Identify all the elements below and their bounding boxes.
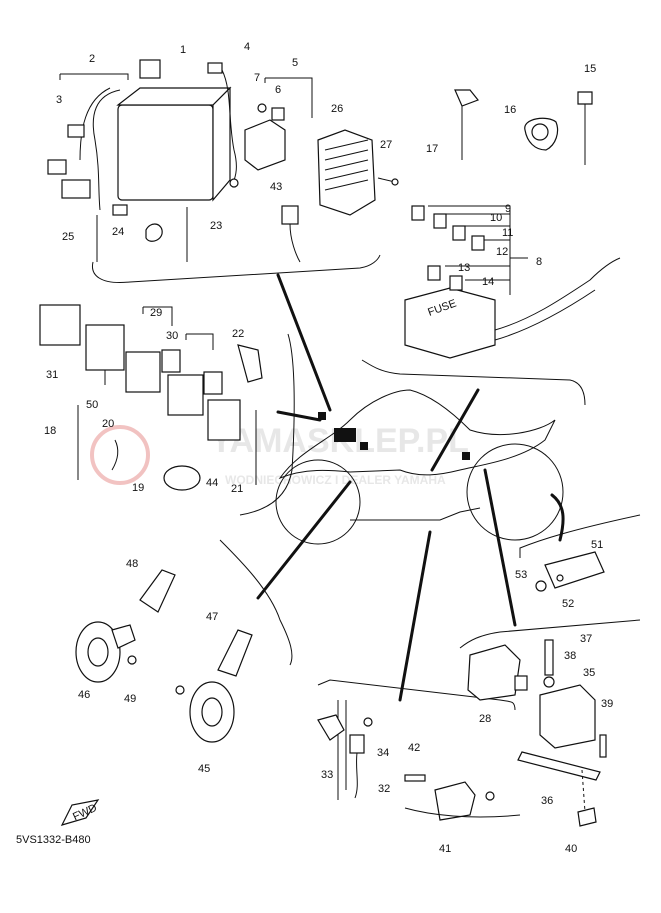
callout-10: 10 xyxy=(490,212,502,224)
callout-34: 34 xyxy=(377,747,389,759)
callout-8: 8 xyxy=(536,256,542,268)
callout-47: 47 xyxy=(206,611,218,623)
callout-40: 40 xyxy=(565,843,577,855)
callout-9: 9 xyxy=(505,203,511,215)
callout-2: 2 xyxy=(89,53,95,65)
callout-29-a: 29 xyxy=(150,307,162,319)
relay-31 xyxy=(39,304,81,346)
callout-27: 27 xyxy=(380,139,392,151)
callout-30-a: 30 xyxy=(166,330,178,342)
battery-group xyxy=(47,59,399,284)
clamp-24 xyxy=(145,223,163,242)
reflector-group xyxy=(519,514,641,592)
callout-38: 38 xyxy=(564,650,576,662)
rectifier-regulator xyxy=(317,129,376,216)
unit-28 xyxy=(467,644,521,701)
bracket-47 xyxy=(217,629,253,677)
callout-17: 17 xyxy=(426,143,438,155)
motorcycle-outline xyxy=(275,389,564,545)
callout-5: 5 xyxy=(292,57,298,69)
reflector-51 xyxy=(544,551,605,589)
callout-11: 11 xyxy=(502,227,513,239)
callout-50: 50 xyxy=(86,399,98,411)
fuse-holder xyxy=(61,179,91,199)
callout-46: 46 xyxy=(78,689,90,701)
callout-45: 45 xyxy=(198,763,210,775)
relay-44 xyxy=(207,399,241,441)
holder-33 xyxy=(317,714,345,741)
callout-25: 25 xyxy=(62,231,74,243)
battery-connector xyxy=(139,59,161,79)
clamps-group xyxy=(454,89,593,165)
callout-43: 43 xyxy=(270,181,282,193)
callout-35: 35 xyxy=(583,667,595,679)
battery xyxy=(117,104,214,201)
callout-6: 6 xyxy=(275,84,281,96)
starter-relay xyxy=(244,119,286,171)
holder-22 xyxy=(237,344,263,383)
callout-7: 7 xyxy=(254,72,260,84)
relay-50 xyxy=(85,324,125,371)
callout-53: 53 xyxy=(515,569,527,581)
callout-12: 12 xyxy=(496,246,508,258)
callout-48: 48 xyxy=(126,558,138,570)
callout-39: 39 xyxy=(601,698,613,710)
callout-19: 19 xyxy=(132,482,144,494)
relay-29-a xyxy=(125,351,161,393)
callout-24: 24 xyxy=(112,226,124,238)
callout-31: 31 xyxy=(46,369,58,381)
callout-16: 16 xyxy=(504,104,516,116)
callout-33: 33 xyxy=(321,769,333,781)
callout-18: 18 xyxy=(44,425,56,437)
bracket-36 xyxy=(517,751,601,781)
callout-15: 15 xyxy=(584,63,596,75)
fuse-box-group: FUSE xyxy=(361,205,621,406)
diagram-code: 5VS1332-B480 xyxy=(16,834,91,846)
callout-52: 52 xyxy=(562,598,574,610)
callout-28: 28 xyxy=(479,713,491,725)
callout-4: 4 xyxy=(244,41,250,53)
clamp-19 xyxy=(163,465,201,491)
callout-51: 51 xyxy=(591,539,603,551)
callout-23: 23 xyxy=(210,220,222,232)
switch-32 xyxy=(349,734,365,754)
connector-43 xyxy=(281,205,299,225)
watermark-sub: WODNIECHOWICZ I DEALER YAMAHA xyxy=(225,473,446,487)
callout-49-a: 49 xyxy=(124,693,136,705)
callout-41: 41 xyxy=(439,843,451,855)
callout-26: 26 xyxy=(331,103,343,115)
callout-36: 36 xyxy=(541,795,553,807)
ecu-group xyxy=(459,619,641,827)
callout-3: 3 xyxy=(56,94,62,106)
callout-32: 32 xyxy=(378,783,390,795)
callout-13: 13 xyxy=(458,262,470,274)
leader-lines xyxy=(256,273,565,702)
nut-40 xyxy=(577,807,597,827)
bracket-48 xyxy=(139,569,176,613)
relay-29-b xyxy=(167,374,204,416)
callout-22: 22 xyxy=(232,328,244,340)
switch-41 xyxy=(434,781,476,821)
callout-labels: 1 2 3 4 5 6 7 15 16 17 26 27 43 9 10 11 … xyxy=(44,41,613,855)
sensor-group xyxy=(317,679,521,821)
callout-20: 20 xyxy=(102,418,114,430)
fwd-arrow-icon: FWD xyxy=(60,799,100,826)
horn-group xyxy=(75,539,293,743)
callout-44: 44 xyxy=(206,477,218,489)
unit-35 xyxy=(539,684,596,749)
callout-37: 37 xyxy=(580,633,592,645)
connector-3 xyxy=(67,124,85,138)
callout-21: 21 xyxy=(231,483,243,495)
callout-1: 1 xyxy=(180,44,186,56)
callout-42: 42 xyxy=(408,742,420,754)
callout-14: 14 xyxy=(482,276,494,288)
